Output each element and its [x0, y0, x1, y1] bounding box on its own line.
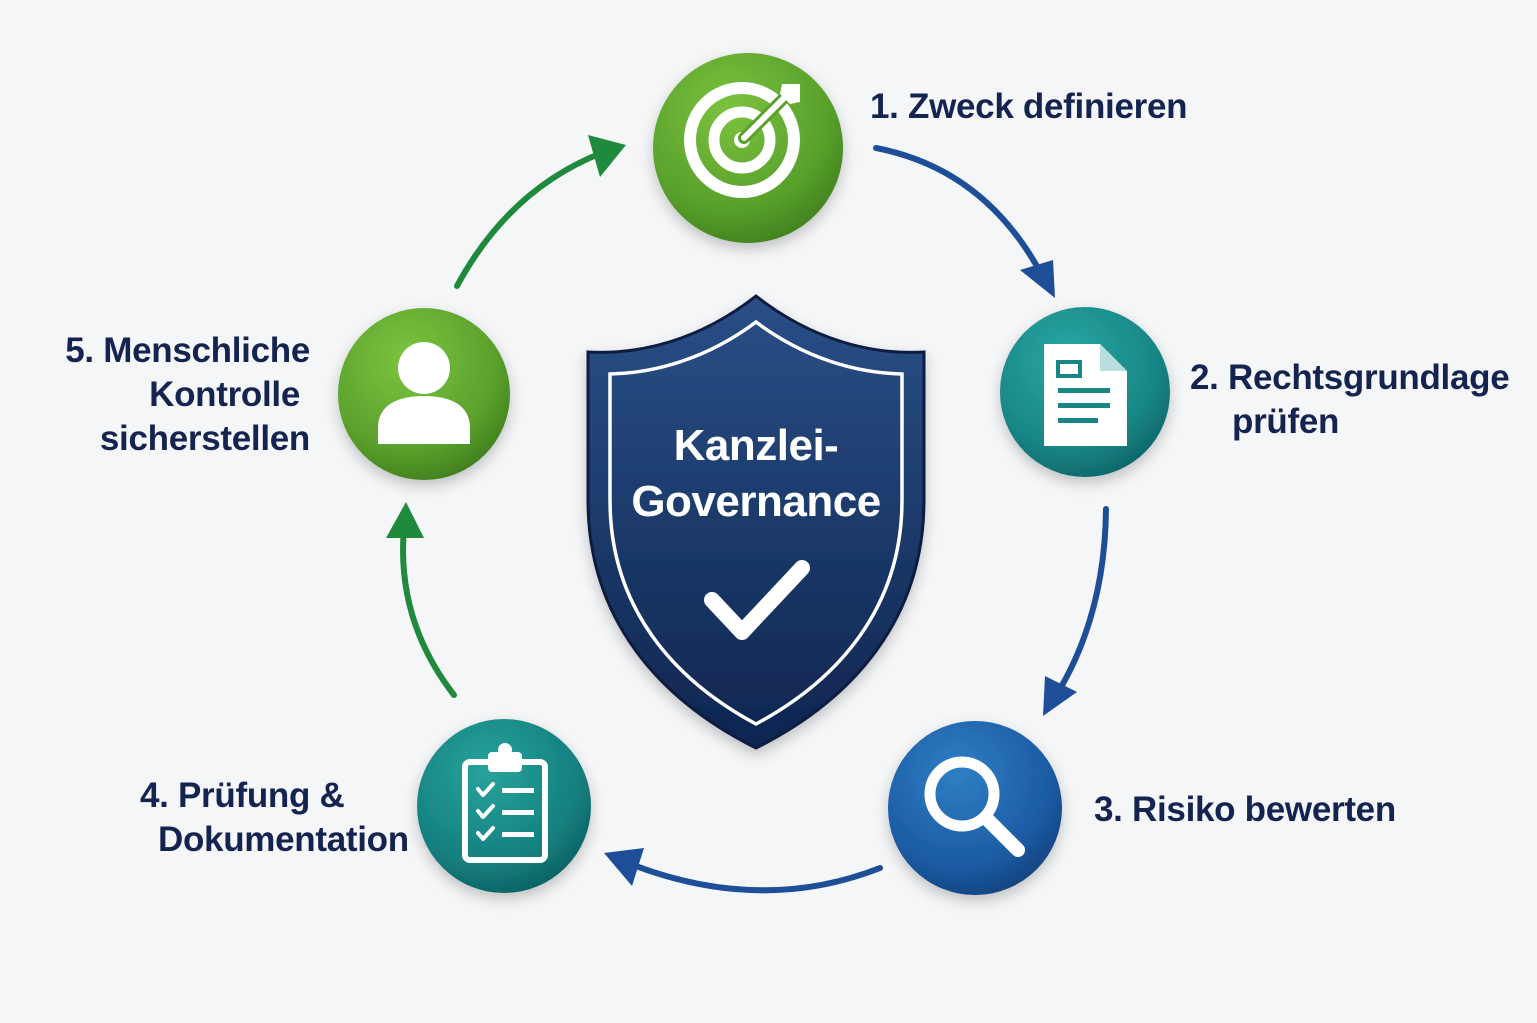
step-5-label: 5. Menschliche Kontrolle sicherstellen — [40, 329, 310, 461]
arrow-4-to-5 — [386, 502, 457, 698]
step-3-circle — [888, 721, 1062, 895]
shield-title: Kanzlei- Governance — [586, 418, 926, 530]
step-1-label-line-1: 1. Zweck definieren — [870, 87, 1188, 126]
step-5-label-line-3: sicherstellen — [99, 419, 310, 458]
arrow-1-to-2 — [873, 145, 1055, 298]
step-5-label-line-1: 5. Menschliche — [65, 331, 310, 370]
arrow-3-to-4 — [604, 848, 883, 894]
step-1-label: 1. Zweck definieren — [870, 85, 1188, 129]
user-icon — [378, 342, 470, 444]
checkmark-icon — [704, 560, 810, 640]
step-3-label-line-1: 3. Risiko bewerten — [1094, 790, 1396, 829]
shield-title-line-1: Kanzlei- — [673, 421, 839, 470]
step-4-label-line-1: 4. Prüfung & — [140, 776, 345, 815]
step-4-label: 4. Prüfung & Dokumentation — [140, 774, 409, 862]
shield-title-line-2: Governance — [631, 477, 881, 526]
magnifier-icon — [924, 756, 1025, 857]
step-3-label: 3. Risiko bewerten — [1094, 788, 1396, 832]
arrow-2-to-3 — [1043, 506, 1109, 716]
step-2-label-line-2: prüfen — [1232, 402, 1340, 441]
document-icon — [1044, 344, 1127, 446]
step-2-label-line-1: 2. Rechtsgrundlage — [1190, 358, 1510, 397]
step-1-circle — [653, 53, 843, 243]
governance-shield — [586, 294, 926, 750]
step-5-label-line-2: Kontrolle — [149, 375, 300, 414]
step-2-label: 2. Rechtsgrundlage prüfen — [1190, 356, 1510, 444]
arrow-5-to-1 — [454, 135, 626, 289]
step-4-label-line-2: Dokumentation — [158, 820, 409, 859]
target-icon — [684, 82, 800, 198]
clipboard-checklist-icon — [462, 743, 548, 863]
